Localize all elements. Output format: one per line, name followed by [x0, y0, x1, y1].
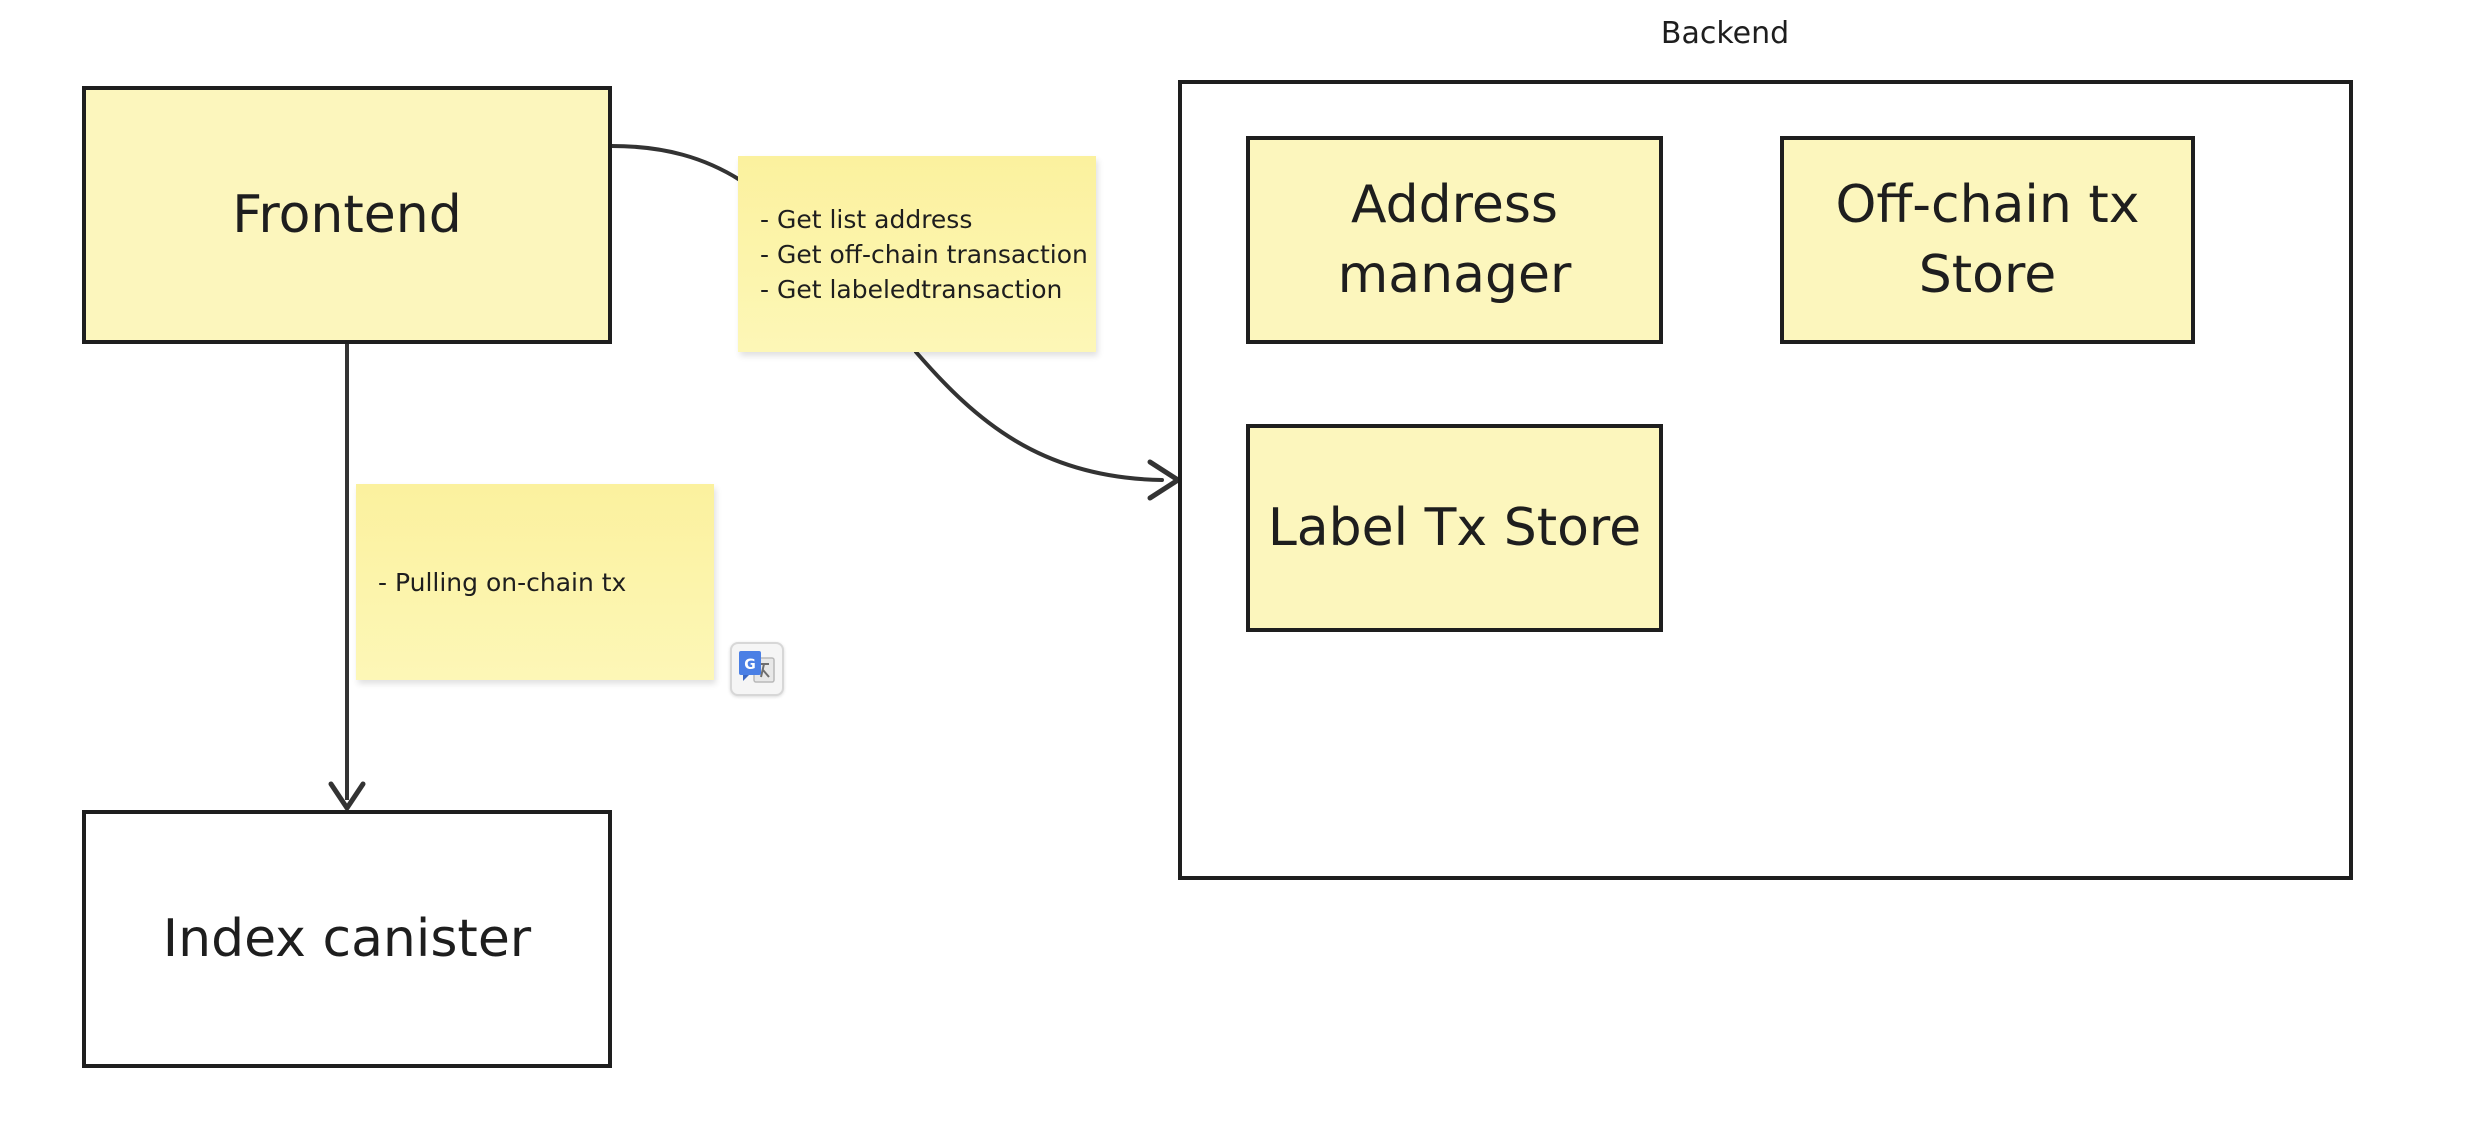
- sticky-note-line: - Get labeledtransaction: [760, 274, 1063, 304]
- index-canister-node[interactable]: Index canister: [82, 810, 612, 1068]
- sticky-note-line: - Pulling on-chain tx: [378, 567, 627, 597]
- frontend-node[interactable]: Frontend: [82, 86, 612, 344]
- sticky-note-fetch[interactable]: - Get list address - Get off-chain trans…: [738, 156, 1096, 352]
- backend-container-title: Backend: [1660, 16, 1790, 51]
- address-manager-node[interactable]: Address manager: [1246, 136, 1663, 344]
- arrowhead-index: [328, 781, 366, 811]
- google-translate-button[interactable]: G: [730, 642, 784, 696]
- sticky-note-line: - Get list address: [760, 204, 973, 234]
- offchain-tx-store-node[interactable]: Off-chain tx Store: [1780, 136, 2195, 344]
- connector-frontend-to-backend-tail[interactable]: [914, 350, 1164, 482]
- backend-container[interactable]: [1178, 80, 2353, 880]
- sticky-note-pull[interactable]: - Pulling on-chain tx: [356, 484, 714, 680]
- google-translate-icon: G: [739, 651, 775, 683]
- arrowhead-backend: [1147, 459, 1181, 501]
- connector-frontend-to-backend[interactable]: [610, 144, 742, 182]
- sticky-note-line: - Get off-chain transaction: [760, 239, 1088, 269]
- label-tx-store-node[interactable]: Label Tx Store: [1246, 424, 1663, 632]
- translate-glyph: G: [744, 657, 756, 673]
